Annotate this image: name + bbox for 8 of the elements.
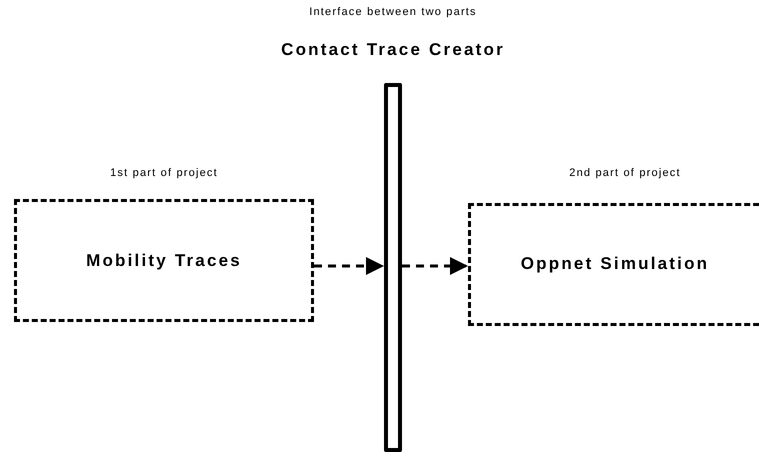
- part-heading: 2nd part of project: [569, 167, 681, 179]
- box-label: Oppnet Simulation: [520, 254, 710, 274]
- box-label: Mobility Traces: [86, 251, 242, 271]
- interface-title: Contact Trace Creator: [281, 40, 505, 60]
- part-heading: 1st part of project: [110, 167, 218, 179]
- arrow: [402, 257, 468, 275]
- arrow: [314, 257, 384, 275]
- interface-caption: Interface between two parts: [309, 6, 477, 18]
